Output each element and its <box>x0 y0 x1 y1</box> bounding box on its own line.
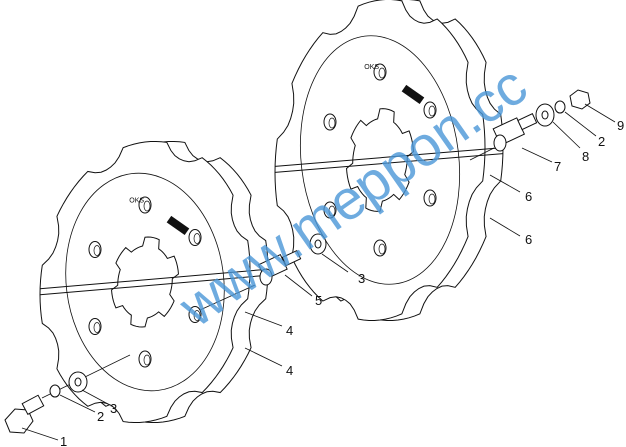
bolt-hole-bore <box>328 205 336 217</box>
nut-part-9 <box>569 89 591 110</box>
part-label-3-b: 3 <box>358 271 366 286</box>
split-line <box>39 274 269 296</box>
emboss-logo-text: OKS <box>364 64 379 71</box>
splined-center-hole <box>346 108 414 212</box>
part-label-1: 1 <box>60 434 68 447</box>
part-label-3: 3 <box>110 401 118 416</box>
rear-sprocket: OKS <box>274 0 504 321</box>
splined-center-hole <box>111 236 179 328</box>
bolt-hole-bore <box>378 243 386 255</box>
split-line <box>39 268 269 290</box>
lock-washer-part-2 <box>49 384 61 398</box>
bolt-hole-bore <box>378 67 386 79</box>
part-label-6-b: 6 <box>525 232 533 247</box>
washer-part-3-b <box>309 233 327 255</box>
bolt-hole-bore <box>93 245 101 256</box>
emboss-logo-text: OKS <box>129 198 144 205</box>
washer-part-3 <box>68 371 88 393</box>
part-label-2-b: 2 <box>598 134 606 149</box>
part-label-8: 8 <box>582 149 590 164</box>
bolt-hole-bore <box>193 310 201 321</box>
hub-face <box>299 35 461 285</box>
leader-lines <box>21 103 616 441</box>
part-label-7: 7 <box>554 159 562 174</box>
front-sprocket: OKS <box>39 140 269 424</box>
split-line <box>274 147 504 167</box>
washer-part-8 <box>535 103 555 127</box>
emboss-plate <box>166 215 190 236</box>
stud-part-7 <box>469 113 538 161</box>
hub-face <box>65 172 225 392</box>
split-line <box>274 153 504 173</box>
bolt-hole-bore <box>328 117 336 129</box>
bolt-hole-bore <box>143 354 151 366</box>
part-label-4-b: 4 <box>286 363 294 378</box>
part-label-9: 9 <box>617 118 625 133</box>
bolt-hole-bore <box>143 200 151 212</box>
bolt-hole-bore <box>428 193 436 205</box>
lock-washer-part-2-b <box>554 100 566 114</box>
emboss-plate <box>401 84 425 105</box>
part-label-2: 2 <box>97 409 105 424</box>
stud-part-5 <box>199 249 302 311</box>
part-label-6: 6 <box>525 189 533 204</box>
bolt-hole-bore <box>93 322 101 333</box>
part-label-4: 4 <box>286 323 294 338</box>
bolt-hole-bore <box>428 105 436 117</box>
hardware <box>4 89 591 434</box>
part-label-5: 5 <box>315 293 323 308</box>
bolt-hole-bore <box>193 233 201 244</box>
